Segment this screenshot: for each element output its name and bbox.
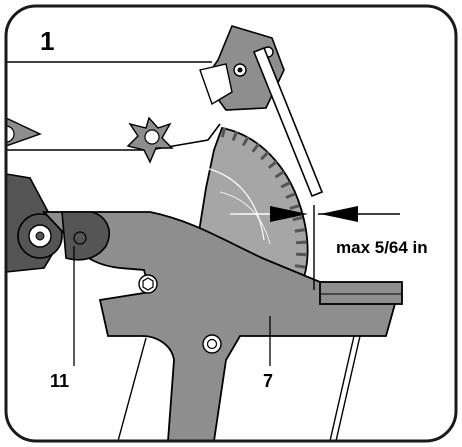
machine-housing	[6, 61, 221, 151]
callout-11: 11	[50, 371, 70, 391]
callout-leaders	[73, 246, 271, 366]
gap-measurement-label: max 5/64 in	[336, 238, 428, 257]
wing-nut-left-hub	[6, 125, 15, 143]
adjustment-knob	[6, 173, 63, 273]
arrow-left	[270, 206, 308, 222]
wing-nut-left	[6, 116, 42, 147]
figure-number: 1	[40, 26, 55, 56]
arrow-right	[320, 206, 358, 222]
callout-7: 7	[263, 371, 274, 391]
arm-screw	[138, 274, 158, 294]
shoe-plate	[319, 281, 403, 305]
figure-frame	[4, 4, 458, 443]
arm-screw-lower	[202, 334, 222, 354]
gap-indicator	[236, 205, 400, 290]
guide-rod	[252, 46, 324, 198]
support-legs	[117, 335, 361, 441]
blade-guard-clamp	[199, 25, 285, 111]
wing-nut-center	[126, 116, 174, 164]
